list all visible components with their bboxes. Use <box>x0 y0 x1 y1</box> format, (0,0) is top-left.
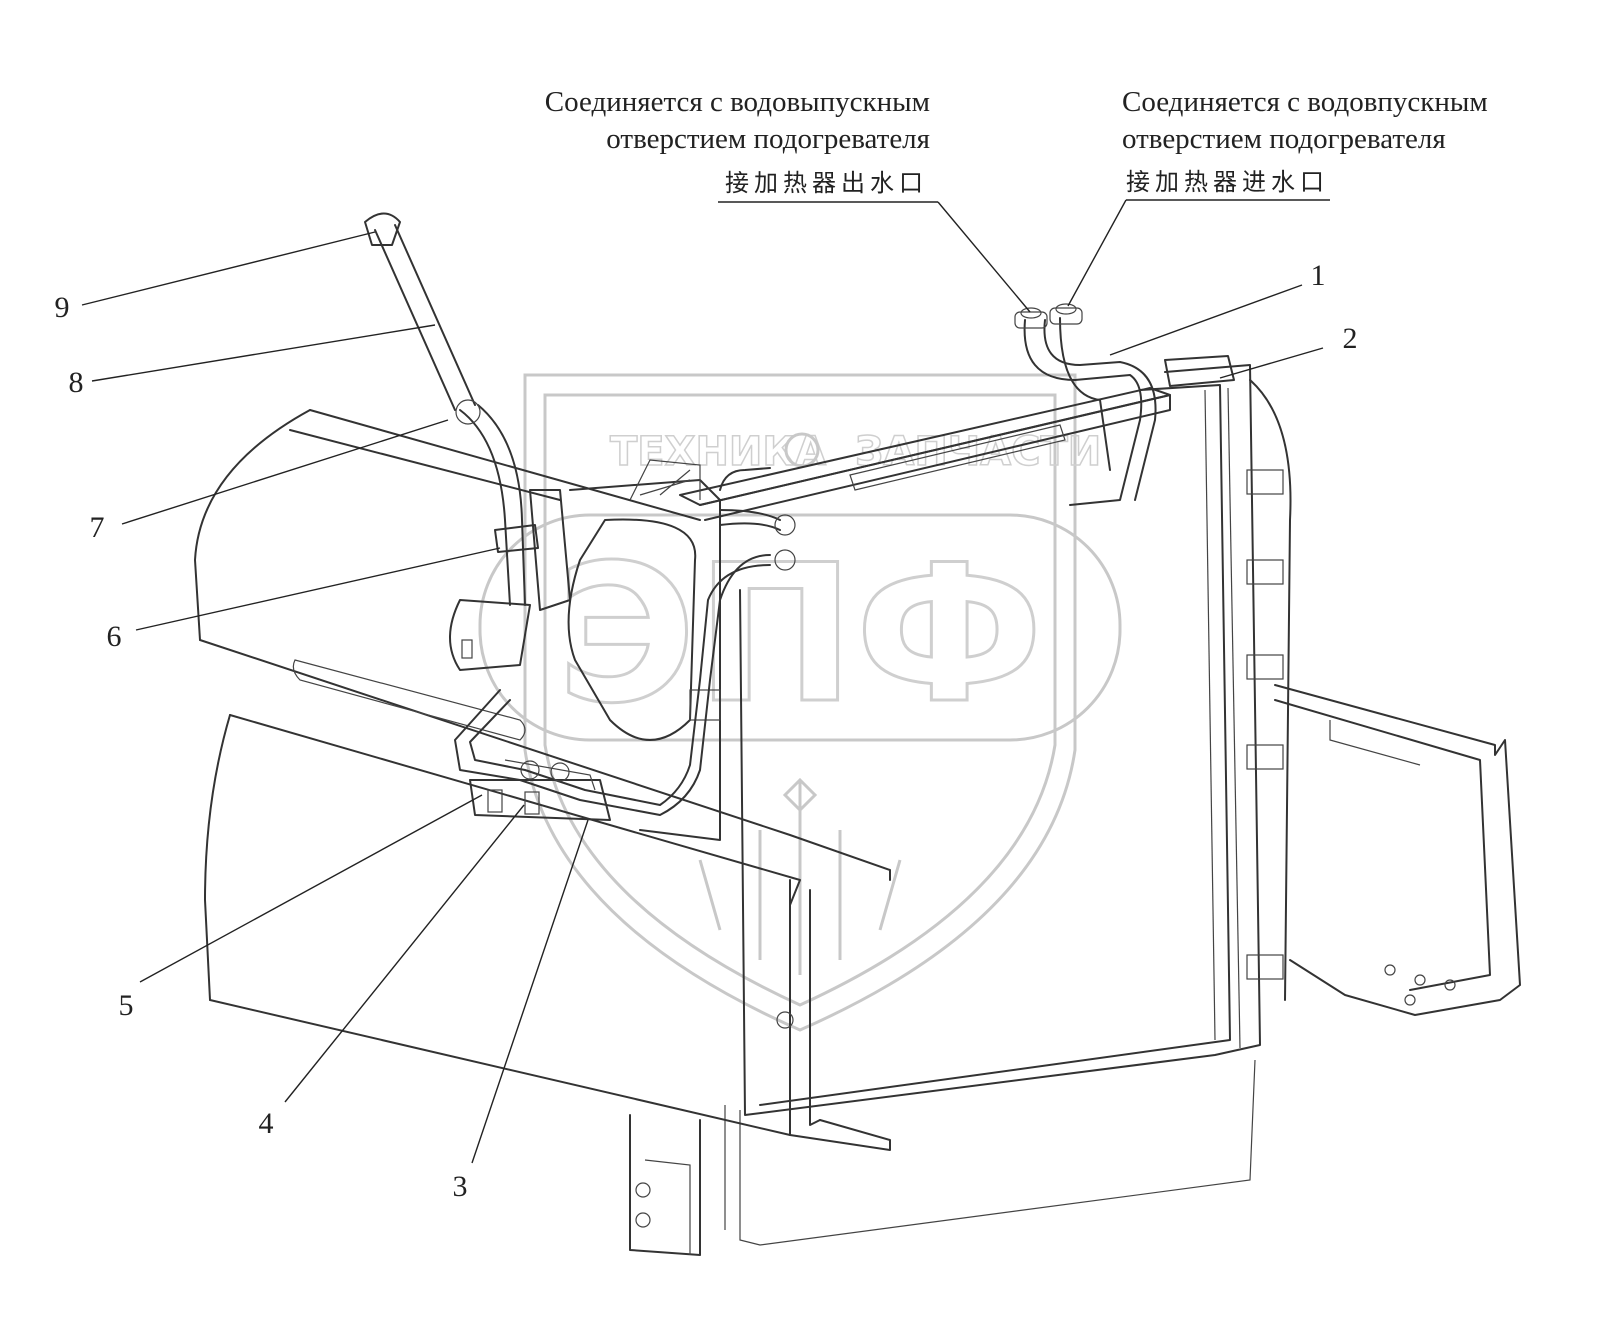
part-number-4: 4 <box>259 1107 274 1140</box>
part-number-7: 7 <box>90 511 105 544</box>
callout-inlet: Соединяется с водовпускным отверстием по… <box>1122 86 1488 196</box>
inlet-label-ru-line1: Соединяется с водовпускным <box>1122 86 1488 118</box>
part-number-2: 2 <box>1343 322 1358 355</box>
part-number-labels: 1 2 3 4 5 6 7 8 9 <box>55 259 1358 1203</box>
outlet-label-ru-line2: отверстием подогревателя <box>606 123 930 155</box>
lower-bracket <box>469 759 611 821</box>
leader-lines <box>81 199 1330 1164</box>
part-number-8: 8 <box>69 366 84 399</box>
callout-outlet: Соединяется с водовыпускным отверстием п… <box>545 86 930 197</box>
wheat-icon <box>698 777 902 975</box>
part-number-6: 6 <box>107 620 122 653</box>
part-number-1: 1 <box>1311 259 1326 292</box>
mounting-bracket <box>1274 684 1521 1016</box>
watermark-logo: ТЕХНИКА ЗАПЧАСТИ ЭПФ <box>478 373 1122 1032</box>
gear-icon <box>784 432 820 468</box>
frame-rail <box>194 409 891 1151</box>
upper-tank <box>679 387 1171 521</box>
watermark-logo-text: ЭПФ <box>557 524 1044 745</box>
outlet-label-ru-line1: Соединяется с водовыпускным <box>545 86 930 118</box>
inlet-label-zh: 接加热器进水口 <box>1126 169 1329 196</box>
support-leg <box>629 1114 701 1256</box>
outlet-label-zh: 接加热器出水口 <box>725 170 928 197</box>
radiator-clips <box>1246 469 1284 980</box>
part-number-5: 5 <box>119 989 134 1022</box>
part-number-9: 9 <box>55 291 70 324</box>
radiator-assembly <box>724 355 1292 1246</box>
inlet-label-ru-line2: отверстием подогревателя <box>1122 123 1446 155</box>
hoses <box>364 212 1157 816</box>
part-number-3: 3 <box>453 1170 468 1203</box>
heater-body <box>449 459 721 841</box>
